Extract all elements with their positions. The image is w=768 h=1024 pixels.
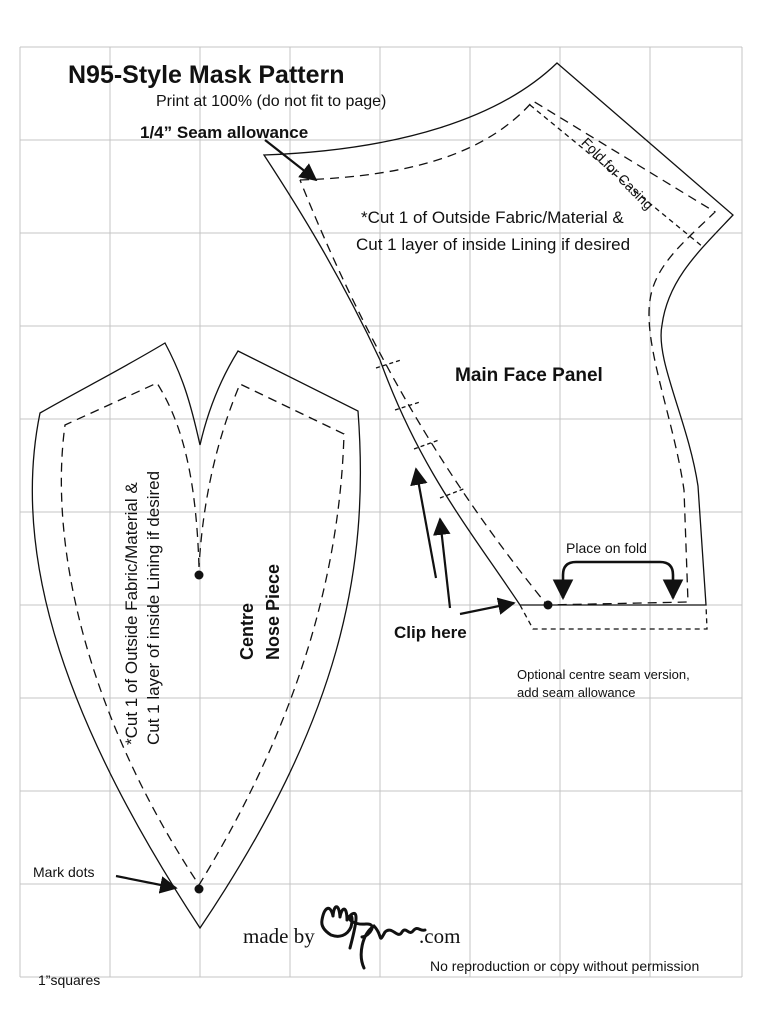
- optional-seam-note-line2: add seam allowance: [517, 685, 636, 700]
- made-by-text: made by: [243, 924, 315, 948]
- nose-piece-seam-line: [60, 382, 345, 887]
- casing-fold-line: [529, 104, 704, 248]
- optional-seam-line: [519, 604, 708, 630]
- grid: [19, 46, 743, 978]
- main-panel-cut-line: [262, 62, 734, 606]
- main-face-panel-label: Main Face Panel: [455, 365, 603, 386]
- seam-allowance-label: 1/4” Seam allowance: [140, 123, 309, 142]
- clip-tick-1: [375, 359, 402, 369]
- main-cut-instruction-line2: Cut 1 layer of inside Lining if desired: [356, 235, 631, 254]
- place-on-fold-bracket: [552, 560, 684, 601]
- arrows: [115, 139, 684, 894]
- main-panel-seam-line: [299, 100, 717, 606]
- nose-piece-cut-line: [31, 342, 362, 930]
- clip-arrow-3: [459, 597, 516, 616]
- optional-seam-note-line1: Optional centre seam version,: [517, 667, 690, 682]
- clip-tick-2: [394, 401, 421, 411]
- dot-main-panel: [543, 600, 553, 610]
- grid-scale-note: 1”squares: [38, 972, 101, 988]
- nose-cut-instruction-line2: Cut 1 layer of inside Lining if desired: [144, 470, 163, 745]
- clip-tick-3: [413, 439, 440, 450]
- place-on-fold-label: Place on fold: [566, 540, 647, 556]
- main-cut-instruction-line1: *Cut 1 of Outside Fabric/Material &: [361, 208, 624, 227]
- signature-logo: [320, 905, 427, 970]
- centre-label: Centre: [237, 602, 257, 660]
- page-title: N95-Style Mask Pattern: [68, 61, 345, 89]
- nose-piece-shape: [31, 342, 362, 930]
- mark-dots-label: Mark dots: [33, 864, 95, 880]
- clip-here-label: Clip here: [394, 623, 467, 642]
- dot-nose-bottom: [194, 884, 204, 894]
- clip-tick-4: [439, 487, 467, 499]
- copyright-notice: No reproduction or copy without permissi…: [430, 958, 700, 974]
- dot-nose-top: [194, 570, 204, 580]
- main-face-panel-shape: [262, 62, 734, 630]
- seam-allowance-arrow: [264, 139, 318, 182]
- clip-arrow-2: [433, 517, 452, 609]
- dotcom-text: .com: [419, 924, 461, 948]
- nose-cut-instruction-line1: *Cut 1 of Outside Fabric/Material &: [122, 482, 141, 745]
- clip-arrow-1: [410, 467, 438, 579]
- mark-dots-arrow: [115, 874, 178, 894]
- nose-piece-label: Nose Piece: [263, 563, 283, 660]
- print-instructions: Print at 100% (do not fit to page): [156, 93, 387, 110]
